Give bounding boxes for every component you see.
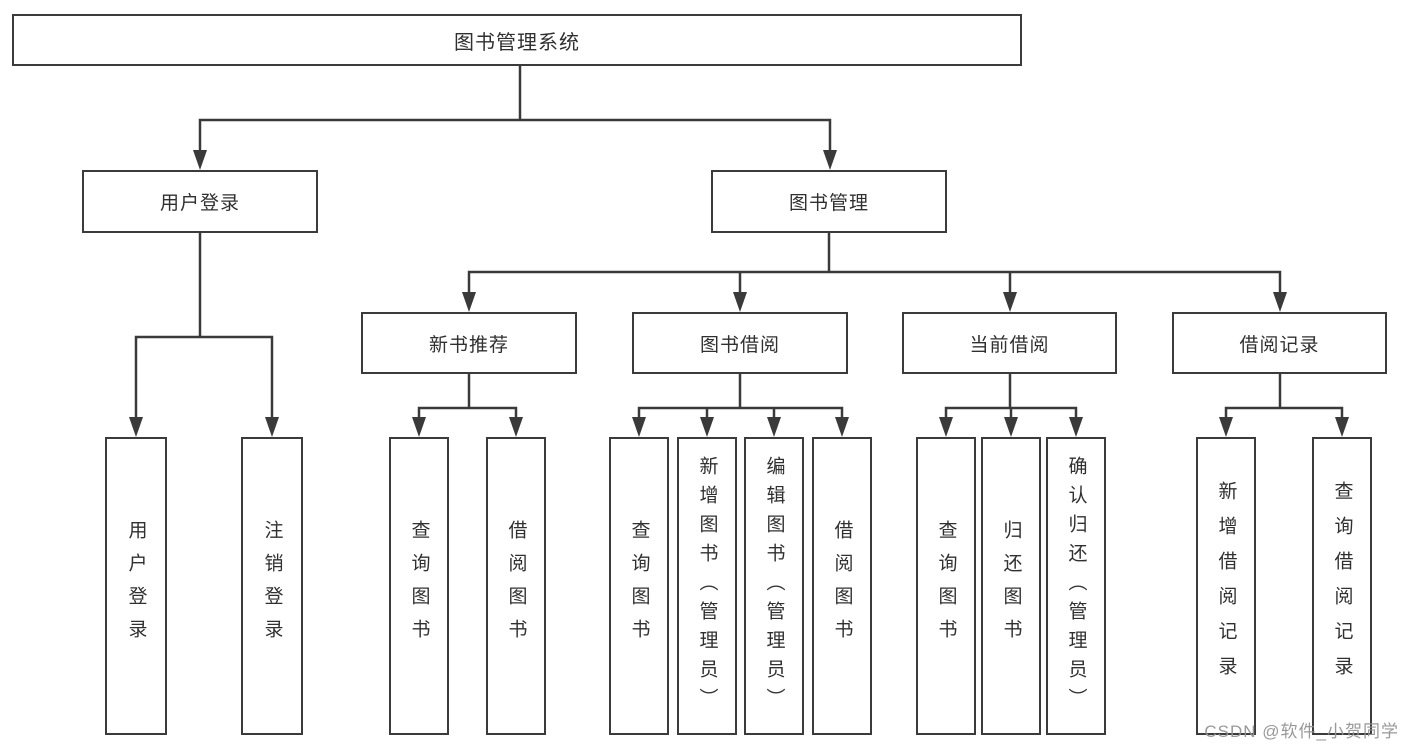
watermark: CSDN @软件_小贺同学 — [1204, 722, 1399, 741]
node-user-login: 用户登录 — [82, 170, 318, 233]
node-label: 确认归还（管理员） — [1065, 455, 1087, 717]
node-label: 图书管理 — [788, 193, 869, 214]
node-book-mgmt: 图书管理 — [711, 170, 947, 233]
node-leaf-query-books-2: 查询图书 — [609, 437, 669, 735]
node-leaf-confirm-return-admin: 确认归还（管理员） — [1046, 437, 1106, 735]
arrow-down-icon — [1273, 292, 1287, 312]
arrow-down-icon — [129, 417, 143, 437]
node-label: 查询借阅记录 — [1331, 481, 1353, 691]
arrow-down-icon — [509, 417, 523, 437]
arrow-down-icon — [265, 417, 279, 437]
arrow-down-icon — [462, 292, 476, 312]
connector-current-borrow-children — [939, 372, 1083, 437]
arrow-down-icon — [1335, 417, 1349, 437]
node-label: 图书管理系统 — [454, 31, 580, 54]
node-label: 图书借阅 — [699, 334, 780, 356]
node-label: 新增图书（管理员） — [696, 455, 718, 717]
node-label: 归还图书 — [1000, 520, 1022, 652]
node-leaf-query-books-1: 查询图书 — [389, 437, 449, 735]
node-label: 查询图书 — [628, 520, 650, 652]
node-label: 查询图书 — [935, 520, 957, 652]
arrow-down-icon — [1219, 417, 1233, 437]
node-label: 用户登录 — [159, 193, 240, 214]
node-new-book-recommend: 新书推荐 — [361, 312, 577, 374]
node-leaf-return-book: 归还图书 — [981, 437, 1041, 735]
node-book-borrow: 图书借阅 — [632, 312, 848, 374]
node-label: 查询图书 — [408, 520, 430, 652]
arrow-down-icon — [412, 417, 426, 437]
arrow-down-icon — [939, 417, 953, 437]
arrow-down-icon — [193, 150, 207, 170]
node-label: 当前借阅 — [969, 334, 1050, 356]
node-label: 用户登录 — [125, 520, 147, 652]
node-leaf-edit-book-admin: 编辑图书（管理员） — [744, 437, 804, 735]
arrow-down-icon — [835, 417, 849, 437]
node-label: 借阅记录 — [1239, 334, 1320, 356]
node-label: 借阅图书 — [505, 520, 527, 652]
node-label: 编辑图书（管理员） — [763, 455, 785, 717]
arrow-down-icon — [767, 417, 781, 437]
node-leaf-borrow-books-1: 借阅图书 — [486, 437, 546, 735]
node-label: 注销登录 — [261, 520, 283, 652]
node-leaf-add-book-admin: 新增图书（管理员） — [677, 437, 737, 735]
node-leaf-add-borrow-record: 新增借阅记录 — [1196, 437, 1256, 735]
arrow-down-icon — [1003, 292, 1017, 312]
node-borrow-records: 借阅记录 — [1172, 312, 1387, 374]
connector-new-book-children — [412, 372, 523, 437]
connector-book-borrow-children — [632, 372, 849, 437]
node-leaf-logout: 注销登录 — [241, 437, 303, 735]
connector-root-to-level2 — [193, 64, 837, 170]
arrow-down-icon — [1069, 417, 1083, 437]
connector-book-mgmt-children — [462, 231, 1287, 312]
node-root: 图书管理系统 — [12, 14, 1022, 66]
arrow-down-icon — [733, 292, 747, 312]
node-current-borrow: 当前借阅 — [902, 312, 1117, 374]
node-label: 借阅图书 — [831, 520, 853, 652]
arrow-down-icon — [823, 150, 837, 170]
node-leaf-borrow-books-2: 借阅图书 — [812, 437, 872, 735]
arrow-down-icon — [632, 417, 646, 437]
arrow-down-icon — [1004, 417, 1018, 437]
connector-user-login-children — [129, 231, 279, 437]
node-label: 新增借阅记录 — [1215, 481, 1237, 691]
arrow-down-icon — [700, 417, 714, 437]
node-label: 新书推荐 — [428, 334, 509, 356]
node-leaf-query-borrow-record: 查询借阅记录 — [1312, 437, 1372, 735]
node-leaf-query-books-3: 查询图书 — [916, 437, 976, 735]
connector-borrow-records-children — [1219, 372, 1349, 437]
node-leaf-user-login: 用户登录 — [105, 437, 167, 735]
